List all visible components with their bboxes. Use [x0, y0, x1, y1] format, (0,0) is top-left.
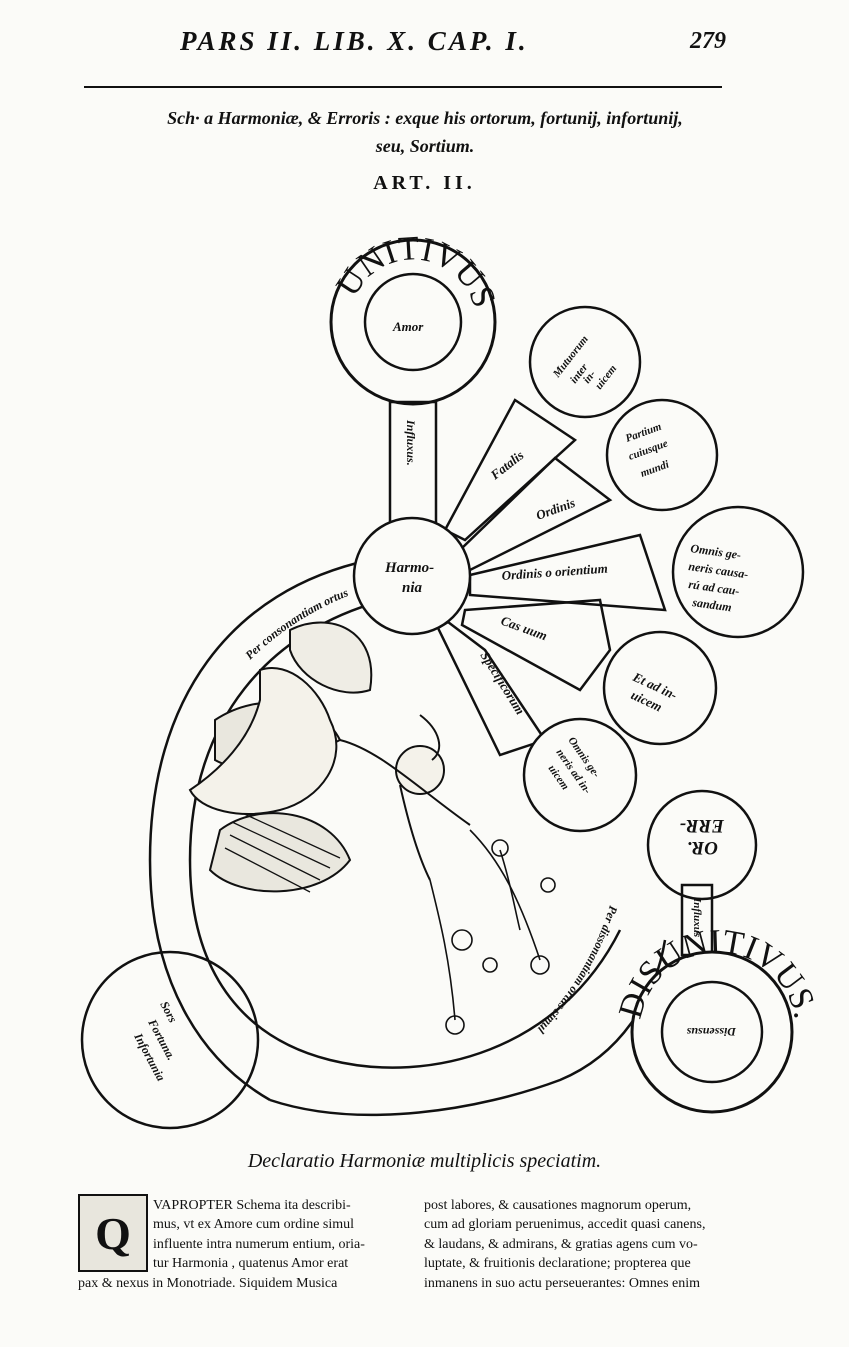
- circle-omnis-generis: Omnis ge- neris causa- rú ad cau- sandum: [671, 505, 805, 639]
- caption-line-2: seu, Sortium.: [375, 136, 475, 156]
- ray-fatalis: Fatalis: [487, 447, 527, 483]
- drop-cap: Q: [78, 1194, 148, 1272]
- page-number: 279: [690, 28, 726, 54]
- body-left-line: tur Harmonia , quatenus Amor erat: [153, 1256, 349, 1272]
- body-left-line: VAPROPTER Schema ita describi-: [153, 1198, 351, 1213]
- ray-ordinis-orientium: Ordinis o orientium: [501, 561, 608, 583]
- figure-caption: Sch· a Harmoniæ, & Erroris : exque his o…: [100, 104, 750, 160]
- body-right-line: & laudans, & admirans, & gratias agens c…: [424, 1236, 698, 1252]
- circle-et-ad-inuicem: Et ad in- uicem: [602, 630, 718, 746]
- header-rule: [84, 86, 722, 88]
- error-line-1: ERR-: [680, 815, 725, 836]
- amor-label: Amor: [392, 319, 424, 334]
- body-column-left: VAPROPTER Schema ita describi- mus, vt e…: [78, 1196, 408, 1293]
- influxus-label: Influxus.: [404, 419, 418, 466]
- circle-partium: Partium cuiusque mundi: [605, 398, 719, 512]
- body-right-line: luptate, & fruitionis declaratione; prop…: [424, 1256, 691, 1272]
- circle-omnis-generis-inuicem: Omnis ge- neris ad in- uicem: [522, 717, 638, 833]
- running-head: PARS II. LIB. X. CAP. I.: [180, 26, 529, 56]
- caption-line-1: Sch· a Harmoniæ, & Erroris : exque his o…: [167, 108, 683, 128]
- unitivus-letters: UNITIVUS: [329, 230, 502, 312]
- error-line-2: OR.: [687, 837, 718, 858]
- omnis-generis-line-4: sandum: [691, 595, 733, 614]
- circle-mutuorum: Mutuorum inter in- uicem: [528, 305, 642, 419]
- article-heading: ART. II.: [373, 172, 476, 194]
- ray-specificorum: Specificorum: [477, 649, 528, 718]
- disunitivus-ring: DISUNITIVUS. Dissensus: [612, 923, 824, 1114]
- cherub-illustration: [188, 621, 556, 1035]
- influxus-lower-label: Influxus: [691, 897, 703, 937]
- influxus-column: Influxus.: [388, 400, 438, 532]
- plate-title: Declaratio Harmoniæ multiplicis speciati…: [247, 1150, 602, 1172]
- body-right-line: inmanens in suo actu perseuerantes: Omne…: [424, 1275, 701, 1291]
- body-right-line: post labores, & causationes magnorum ope…: [424, 1198, 692, 1213]
- dissensus-label: Dissensus: [686, 1025, 737, 1039]
- body-column-right: post labores, & causationes magnorum ope…: [424, 1196, 744, 1293]
- unitivus-ring: UNITIVUS Amor: [329, 230, 503, 406]
- harmonia-line-2: nia: [402, 580, 423, 596]
- ray-casuum: Cas uum: [499, 613, 549, 644]
- error-circle: ERR- OR.: [646, 789, 758, 901]
- harmonia-line-1: Harmo-: [384, 560, 434, 576]
- body-left-line: pax & nexus in Monotriade. Siquidem Musi…: [78, 1275, 338, 1291]
- harmonia-circle: Harmo- nia: [352, 516, 472, 636]
- body-left-line: influente intra numerum entium, oria-: [153, 1236, 365, 1252]
- body-right-line: cum ad gloriam peruenimus, accedit quasi…: [424, 1217, 706, 1233]
- body-left-line: mus, vt ex Amore cum ordine simul: [153, 1217, 355, 1233]
